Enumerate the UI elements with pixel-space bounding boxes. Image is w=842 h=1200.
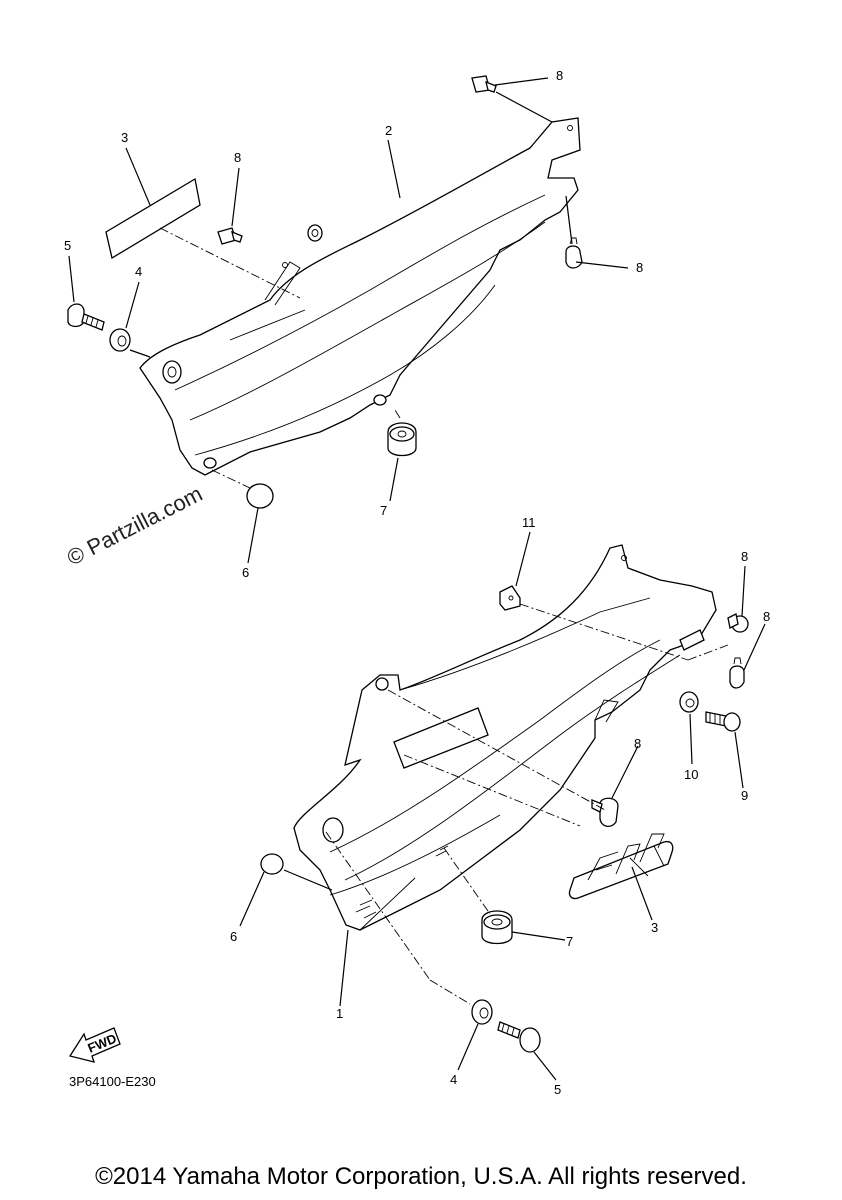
callout-4-lower: 4 xyxy=(450,1072,457,1087)
bracket-11 xyxy=(499,585,521,611)
callout-3-upper: 3 xyxy=(121,130,128,145)
cap-6-lower xyxy=(260,853,284,875)
copyright-notice: ©2014 Yamaha Motor Corporation, U.S.A. A… xyxy=(95,1163,747,1190)
emblem-3-upper xyxy=(105,177,201,260)
clip-8-top xyxy=(471,75,497,93)
callout-8-lower-a: 8 xyxy=(741,549,748,564)
side-cover-1-assembly xyxy=(293,544,717,931)
callout-7-upper: 7 xyxy=(380,503,387,518)
callout-11: 11 xyxy=(522,515,536,530)
grommet-4-upper xyxy=(109,328,131,352)
diagram-code: 3P64100-E230 xyxy=(69,1074,156,1089)
side-cover-1 xyxy=(293,544,717,931)
callout-3-lower: 3 xyxy=(651,920,658,935)
damper-7-lower xyxy=(481,910,513,945)
grommet-4-lower xyxy=(471,999,493,1025)
bolt-5-lower xyxy=(497,1021,541,1053)
partzilla-watermark: © Partzilla.com xyxy=(63,481,206,571)
callout-7-lower: 7 xyxy=(566,934,573,949)
clip-8-upper-mid xyxy=(217,227,243,245)
callout-9: 9 xyxy=(741,788,748,803)
callout-8-lower-c: 8 xyxy=(634,736,641,751)
callout-6-upper: 6 xyxy=(242,565,249,580)
callout-8-lower-b: 8 xyxy=(763,609,770,624)
callout-8-right-upper: 8 xyxy=(636,260,643,275)
callout-6-lower: 6 xyxy=(230,929,237,944)
clip-8-right-upper xyxy=(565,237,583,269)
emblem-3-lower xyxy=(568,833,674,900)
bolt-5-upper xyxy=(67,303,105,331)
cap-6-upper xyxy=(246,483,274,509)
side-cover-2-assembly xyxy=(139,117,581,476)
callout-1: 1 xyxy=(336,1006,343,1021)
clip-8-lower-a xyxy=(727,613,749,633)
callout-8-top: 8 xyxy=(556,68,563,83)
callout-5-lower: 5 xyxy=(554,1082,561,1097)
side-cover-2 xyxy=(139,117,581,476)
damper-7-upper xyxy=(387,422,417,457)
callout-10: 10 xyxy=(684,767,698,782)
fwd-arrow-icon: FWD xyxy=(68,1027,121,1063)
callout-2: 2 xyxy=(385,123,392,138)
callout-4-upper: 4 xyxy=(135,264,142,279)
grommet-10 xyxy=(679,691,699,713)
callout-8-upper-mid: 8 xyxy=(234,150,241,165)
callout-5-upper: 5 xyxy=(64,238,71,253)
clip-8-lower-c xyxy=(591,797,619,828)
clip-8-lower-b xyxy=(729,657,745,689)
bolt-9 xyxy=(705,711,741,732)
